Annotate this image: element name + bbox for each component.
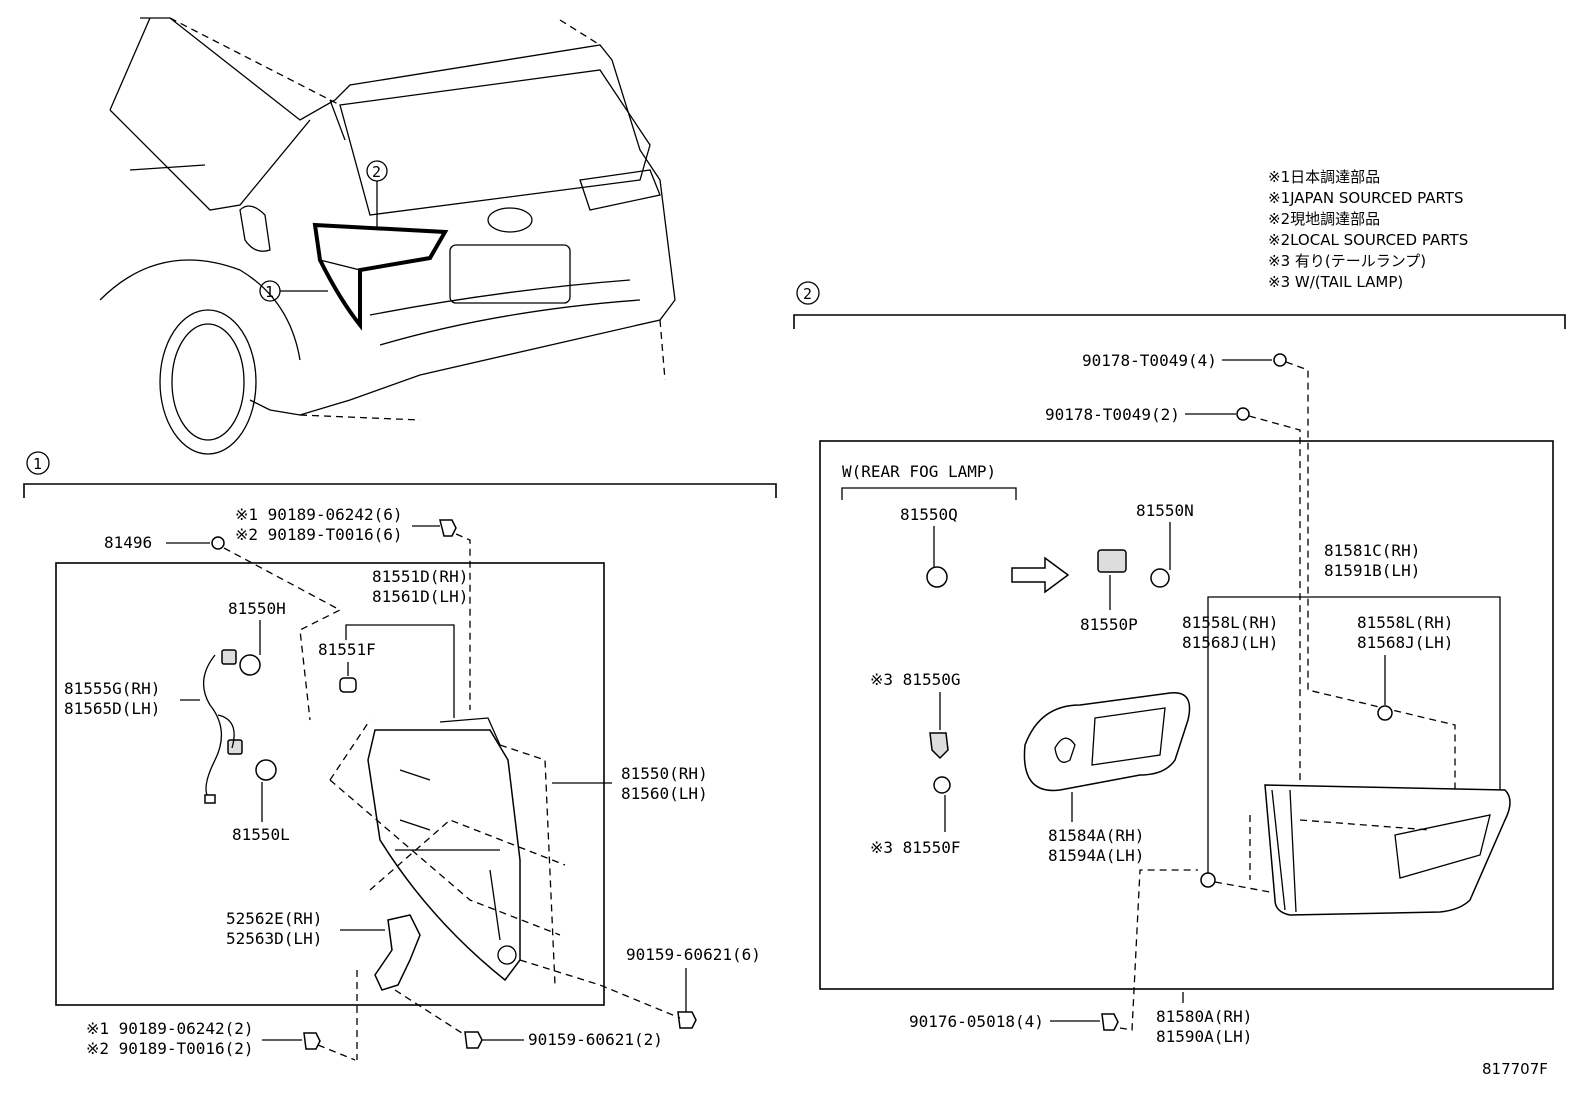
- svg-text:90159-60621(2): 90159-60621(2): [528, 1030, 663, 1049]
- svg-text:81568J(LH): 81568J(LH): [1182, 633, 1278, 652]
- svg-text:※2LOCAL SOURCED PARTS: ※2LOCAL SOURCED PARTS: [1268, 231, 1468, 249]
- svg-text:81581C(RH): 81581C(RH): [1324, 541, 1420, 560]
- svg-text:52563D(LH): 52563D(LH): [226, 929, 322, 948]
- part-81550Q: 81550Q: [900, 505, 958, 588]
- svg-text:90159-60621(6): 90159-60621(6): [626, 945, 761, 964]
- svg-text:81568J(LH): 81568J(LH): [1357, 633, 1453, 652]
- svg-text:52562E(RH): 52562E(RH): [226, 909, 322, 928]
- part-81551D: 81551D(RH) 81561D(LH): [345, 567, 468, 718]
- svg-text:81558L(RH): 81558L(RH): [1182, 613, 1278, 632]
- rear-fog-lamp-label: W(REAR FOG LAMP): [841, 462, 1017, 500]
- part-81496: 81496: [104, 533, 342, 721]
- svg-text:※2現地調達部品: ※2現地調達部品: [1268, 210, 1380, 228]
- svg-text:81550(RH): 81550(RH): [621, 764, 708, 783]
- vehicle-illustration: [99, 17, 676, 455]
- part-90176: 90176-05018(4): [909, 869, 1198, 1031]
- svg-text:※3 W/(TAIL LAMP): ※3 W/(TAIL LAMP): [1268, 273, 1403, 291]
- car-callout-2: 2: [366, 160, 388, 228]
- svg-text:90178-T0049(2): 90178-T0049(2): [1045, 405, 1180, 424]
- part-90178-x2: 90178-T0049(2): [1045, 405, 1346, 819]
- part-90159-x6: 90159-60621(6): [519, 945, 761, 1029]
- part-81581C: 81581C(RH) 81591B(LH): [1207, 541, 1501, 880]
- svg-text:81550H: 81550H: [228, 599, 286, 618]
- part-81550G: ※3 81550G: [870, 670, 960, 760]
- part-81550-lamp-assy: 81550(RH) 81560(LH): [329, 717, 708, 986]
- part-90159-x2: 90159-60621(2): [464, 1030, 663, 1049]
- svg-text:81555G(RH): 81555G(RH): [64, 679, 160, 698]
- part-90178-x4: 90178-T0049(4): [1082, 351, 1456, 840]
- svg-text:※3 81550F: ※3 81550F: [870, 838, 960, 857]
- svg-text:※1日本調達部品: ※1日本調達部品: [1268, 168, 1380, 186]
- svg-text:81561D(LH): 81561D(LH): [372, 587, 468, 606]
- svg-text:81551D(RH): 81551D(RH): [372, 567, 468, 586]
- svg-text:1: 1: [33, 455, 42, 473]
- part-81558L-left: 81558L(RH) 81568J(LH): [1182, 613, 1278, 893]
- svg-text:81594A(LH): 81594A(LH): [1048, 846, 1144, 865]
- part-81550H: 81550H: [228, 599, 286, 676]
- svg-text:2: 2: [372, 163, 381, 181]
- svg-text:81496: 81496: [104, 533, 152, 552]
- part-81550L: 81550L: [232, 759, 290, 844]
- arrow-icon: [1011, 556, 1070, 594]
- part-81550N: 81550N: [1136, 501, 1194, 588]
- svg-text:81580A(RH): 81580A(RH): [1156, 1007, 1252, 1026]
- svg-text:81551F: 81551F: [318, 640, 376, 659]
- part-52562E-bracket: 52562E(RH) 52563D(LH): [226, 909, 466, 1060]
- group-1-header: 1: [23, 451, 777, 498]
- svg-text:81560(LH): 81560(LH): [621, 784, 708, 803]
- sourcing-notes: ※1日本調達部品 ※1JAPAN SOURCED PARTS ※2現地調達部品 …: [1268, 168, 1468, 291]
- part-81555G-socket-wire: 81555G(RH) 81565D(LH): [64, 649, 243, 804]
- svg-text:2: 2: [803, 285, 812, 303]
- group-2-box: [819, 440, 1554, 990]
- svg-text:1: 1: [265, 283, 274, 301]
- group-1-box: [55, 562, 605, 1006]
- part-81550P-socket: 81550P: [1080, 549, 1138, 634]
- screw-bottom-left-group: ※1 90189-06242(2) ※2 90189-T0016(2): [86, 1019, 356, 1061]
- svg-text:81591B(LH): 81591B(LH): [1324, 561, 1420, 580]
- part-81558L-right: 81558L(RH) 81568J(LH): [1357, 613, 1453, 721]
- svg-text:※1JAPAN SOURCED PARTS: ※1JAPAN SOURCED PARTS: [1268, 189, 1463, 207]
- screw-top-left-group: ※1 90189-06242(6) ※2 90189-T0016(6): [235, 505, 471, 710]
- car-callout-1: 1: [259, 280, 328, 302]
- part-81550F: ※3 81550F: [870, 776, 960, 857]
- svg-text:81550P: 81550P: [1080, 615, 1138, 634]
- svg-text:90176-05018(4): 90176-05018(4): [909, 1012, 1044, 1031]
- svg-text:81558L(RH): 81558L(RH): [1357, 613, 1453, 632]
- svg-text:81590A(LH): 81590A(LH): [1156, 1027, 1252, 1046]
- part-81580A-label: 81580A(RH) 81590A(LH): [1156, 992, 1252, 1046]
- group-2-header: 2: [793, 281, 1566, 329]
- svg-text:※3 有り(テールランプ): ※3 有り(テールランプ): [1268, 252, 1426, 270]
- svg-text:81584A(RH): 81584A(RH): [1048, 826, 1144, 845]
- part-81551F: 81551F: [318, 640, 376, 693]
- svg-text:※1 90189-06242(6): ※1 90189-06242(6): [235, 505, 403, 524]
- svg-text:W(REAR FOG LAMP): W(REAR FOG LAMP): [842, 462, 996, 481]
- figure-id: 817707F: [1482, 1060, 1548, 1078]
- svg-text:※3 81550G: ※3 81550G: [870, 670, 960, 689]
- svg-text:81550N: 81550N: [1136, 501, 1194, 520]
- part-81580A-lamp-assy: [1249, 784, 1511, 916]
- svg-text:※2 90189-T0016(2): ※2 90189-T0016(2): [86, 1039, 254, 1058]
- svg-text:81550L: 81550L: [232, 825, 290, 844]
- svg-text:※1 90189-06242(2): ※1 90189-06242(2): [86, 1019, 254, 1038]
- part-81584A-gasket: 81584A(RH) 81594A(LH): [1023, 692, 1191, 865]
- svg-text:81565D(LH): 81565D(LH): [64, 699, 160, 718]
- svg-text:81550Q: 81550Q: [900, 505, 958, 524]
- svg-text:※2 90189-T0016(6): ※2 90189-T0016(6): [235, 525, 403, 544]
- svg-text:90178-T0049(4): 90178-T0049(4): [1082, 351, 1217, 370]
